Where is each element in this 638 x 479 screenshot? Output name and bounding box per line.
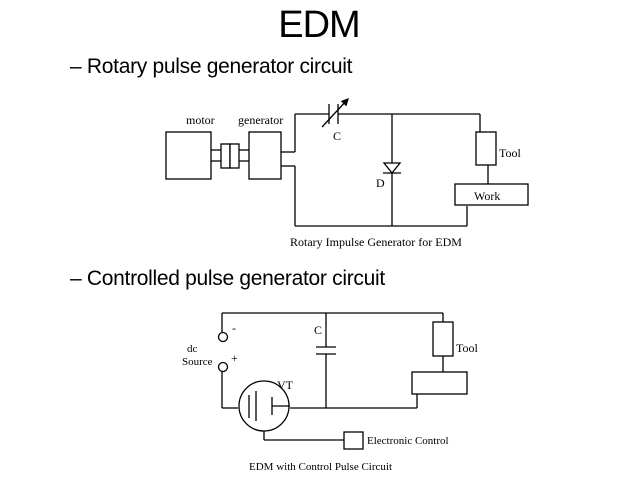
- control-pulse-diagram: - + dc Source C Tool VT Electronic Contr…: [182, 312, 478, 473]
- variable-capacitor: [321, 98, 349, 128]
- rotary-caption: Rotary Impulse Generator for EDM: [290, 235, 462, 249]
- vacuum-tube-symbol: [238, 380, 290, 432]
- generator-label: generator: [238, 113, 283, 127]
- minus-label: -: [232, 321, 236, 335]
- work-label: Work: [474, 189, 500, 203]
- vt-label: VT: [277, 378, 294, 392]
- dc-positive-terminal: [217, 361, 229, 373]
- workpiece-box: [411, 371, 468, 395]
- control-caption: EDM with Control Pulse Circuit: [249, 461, 392, 473]
- slide-title: EDM: [278, 4, 360, 46]
- motor-box: [165, 131, 212, 180]
- capacitor-c-label: C: [333, 129, 341, 143]
- source-label: Source: [182, 356, 213, 368]
- shaft-coupling: [211, 143, 249, 169]
- capacitor-c-label-2: C: [314, 323, 322, 337]
- rotary-wiring: [281, 113, 489, 227]
- tool-box-2: [432, 321, 454, 357]
- capacitor-symbol: [316, 346, 336, 355]
- tool-box: [475, 131, 497, 166]
- diode-symbol: [382, 162, 402, 175]
- control-wiring: [221, 312, 444, 441]
- bullet-controlled-pulse: – Controlled pulse generator circuit: [70, 267, 385, 290]
- electronic-control-label: Electronic Control: [367, 435, 449, 447]
- tool-label: Tool: [499, 146, 521, 160]
- diode-d-label: D: [376, 176, 385, 190]
- generator-box: [248, 131, 282, 180]
- motor-label: motor: [186, 113, 215, 127]
- rotary-impulse-diagram: motor generator: [165, 98, 529, 249]
- work-box: [454, 183, 529, 206]
- dc-negative-terminal: [217, 331, 229, 343]
- plus-label: +: [231, 351, 238, 365]
- tool-label-2: Tool: [456, 341, 478, 355]
- electronic-control-box: [343, 431, 364, 450]
- dc-label: dc: [187, 343, 198, 355]
- bullet-rotary-pulse: – Rotary pulse generator circuit: [70, 55, 353, 78]
